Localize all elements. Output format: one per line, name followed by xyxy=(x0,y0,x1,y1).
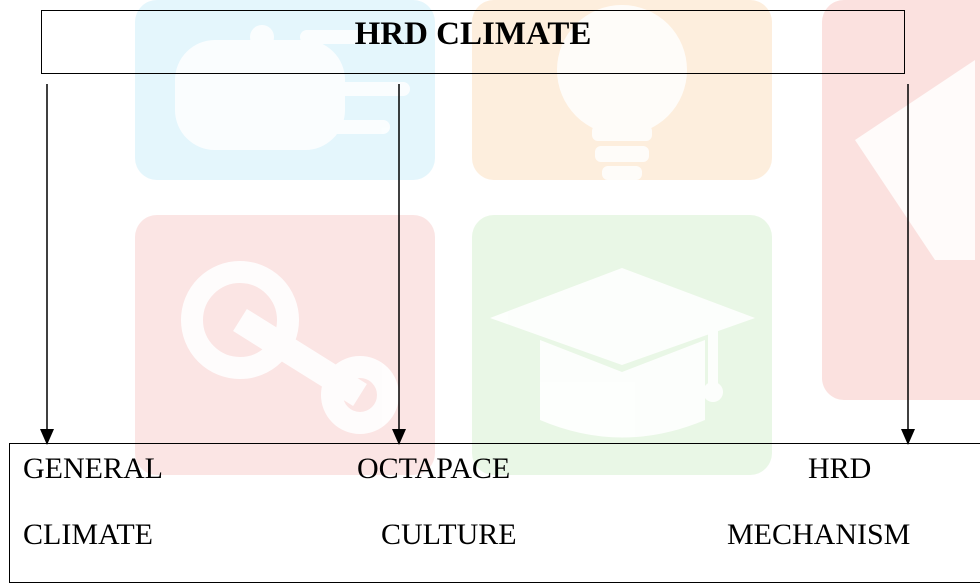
general-climate-line2: CLIMATE xyxy=(23,518,153,551)
title-box xyxy=(41,10,905,74)
octapace-culture-line1: OCTAPACE xyxy=(357,452,511,485)
arrowhead-hrd-mechanism xyxy=(901,429,915,445)
arrowhead-octapace-culture xyxy=(392,429,406,445)
gear-icon xyxy=(181,261,399,434)
watermark-icons xyxy=(175,5,975,438)
arrowhead-general-climate xyxy=(40,429,54,445)
general-climate-line1: GENERAL xyxy=(23,452,163,485)
octapace-culture-line2: CULTURE xyxy=(381,518,517,551)
book-icon xyxy=(855,60,975,260)
graduation-cap-icon xyxy=(490,268,755,438)
diagram-title: HRD CLIMATE xyxy=(354,16,592,52)
connector-arrows xyxy=(40,84,915,445)
hrd-mechanism-line2: MECHANISM xyxy=(727,518,911,551)
lightbulb-icon xyxy=(557,5,687,180)
circuit-hand-icon xyxy=(175,25,410,150)
hrd-mechanism-line1: HRD xyxy=(808,452,872,485)
